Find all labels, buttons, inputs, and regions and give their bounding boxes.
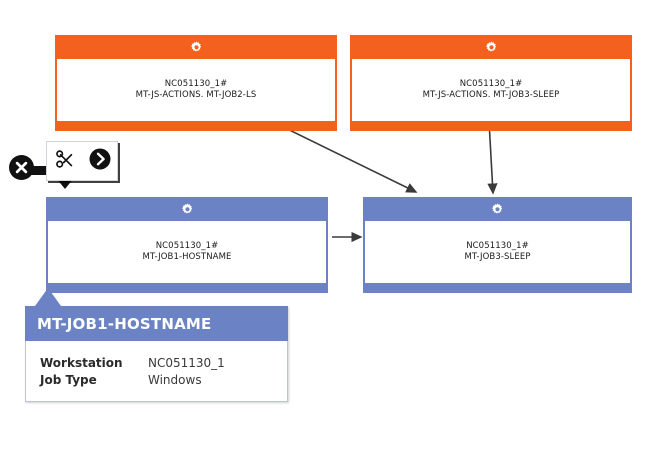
node-footer [46, 283, 328, 293]
toolbar-callout-tail [56, 178, 74, 189]
node-line-1: NC051130_1# [164, 79, 228, 89]
job-node-job2-ls[interactable]: NC051130_1# MT-JS-ACTIONS. MT-JOB2-LS [55, 35, 337, 131]
job-node-job3-sleep-top[interactable]: NC051130_1# MT-JS-ACTIONS. MT-JOB3-SLEEP [350, 35, 632, 131]
scissors-icon [54, 148, 76, 174]
connector-job3top-to-job3bottom [487, 120, 498, 195]
node-body: NC051130_1# MT-JOB1-HOSTNAME [46, 221, 328, 283]
gear-icon [180, 202, 195, 217]
node-line-1: NC051130_1# [155, 241, 219, 251]
tooltip-row-key: Workstation [40, 356, 123, 370]
node-line-2: MT-JS-ACTIONS. MT-JOB2-LS [135, 90, 257, 100]
node-header [363, 197, 632, 221]
tooltip-header: MT-JOB1-HOSTNAME [25, 306, 288, 341]
cut-button[interactable] [52, 148, 78, 174]
tooltip-row-key: Job Type [40, 373, 97, 387]
node-footer [350, 121, 632, 131]
tooltip-pointer [35, 288, 61, 306]
node-header [350, 35, 632, 59]
node-line-2: MT-JS-ACTIONS. MT-JOB3-SLEEP [422, 90, 560, 100]
node-line-2: MT-JOB1-HOSTNAME [142, 252, 232, 262]
chevron-right-circle-icon [88, 147, 112, 175]
gear-icon [189, 40, 204, 55]
job-node-job1-hostname[interactable]: NC051130_1# MT-JOB1-HOSTNAME [46, 197, 328, 293]
close-button[interactable] [9, 155, 34, 180]
node-line-2: MT-JOB3-SLEEP [464, 252, 531, 262]
node-body: NC051130_1# MT-JOB3-SLEEP [363, 221, 632, 283]
node-body: NC051130_1# MT-JS-ACTIONS. MT-JOB3-SLEEP [350, 59, 632, 121]
tooltip-row-value: Windows [148, 373, 202, 387]
job-info-tooltip: MT-JOB1-HOSTNAME Workstation NC051130_1 … [25, 288, 288, 402]
tooltip-row: Job Type Windows [40, 372, 287, 389]
job-node-job3-sleep-bottom[interactable]: NC051130_1# MT-JOB3-SLEEP [363, 197, 632, 293]
tooltip-title: MT-JOB1-HOSTNAME [37, 314, 212, 333]
node-header [55, 35, 337, 59]
node-line-1: NC051130_1# [459, 79, 523, 89]
node-body: NC051130_1# MT-JS-ACTIONS. MT-JOB2-LS [55, 59, 337, 121]
tooltip-body: Workstation NC051130_1 Job Type Windows [25, 341, 288, 402]
tooltip-row-value: NC051130_1 [148, 356, 225, 370]
run-button[interactable] [87, 148, 113, 174]
node-header [46, 197, 328, 221]
context-mini-toolbar[interactable] [46, 141, 118, 181]
gear-icon [484, 40, 499, 55]
gear-icon [490, 202, 505, 217]
node-line-1: NC051130_1# [466, 241, 529, 251]
node-footer [55, 121, 337, 131]
close-circle-icon [9, 155, 34, 180]
node-footer [363, 283, 632, 293]
tooltip-row: Workstation NC051130_1 [40, 355, 287, 372]
